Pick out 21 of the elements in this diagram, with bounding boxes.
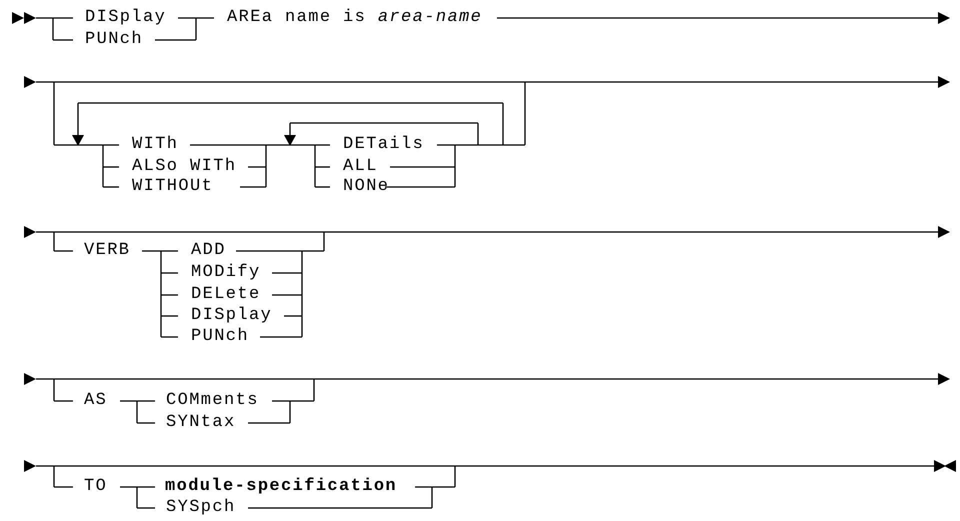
keyword-text: ADD xyxy=(191,242,226,260)
parameter-text: module-specification xyxy=(165,478,398,496)
keyword-text: TO xyxy=(84,478,108,496)
keyword-text: DELete xyxy=(191,286,261,304)
keyword-text: DISplay xyxy=(85,9,166,27)
keyword-text: DETails xyxy=(343,136,424,154)
keyword-text: MODify xyxy=(191,264,261,282)
keyword-text: SYSpch xyxy=(166,499,236,517)
keyword-text: PUNch xyxy=(85,31,144,49)
keyword-text: AS xyxy=(84,392,108,410)
clause-text: AREa name is area-name xyxy=(227,9,482,27)
keyword-text: DISplay xyxy=(191,307,272,325)
keyword-text: ALL xyxy=(343,158,378,176)
keyword-text: ALSo WITh xyxy=(132,158,236,176)
keyword-text: NONe xyxy=(343,178,390,196)
keyword-text: VERB xyxy=(84,242,130,260)
keyword-text: COMments xyxy=(166,392,259,410)
keyword-text: WITHOUt xyxy=(132,178,214,196)
keyword-text: WITh xyxy=(132,136,178,154)
keyword-text: PUNch xyxy=(191,328,250,346)
keyword-text: SYNtax xyxy=(166,414,236,432)
